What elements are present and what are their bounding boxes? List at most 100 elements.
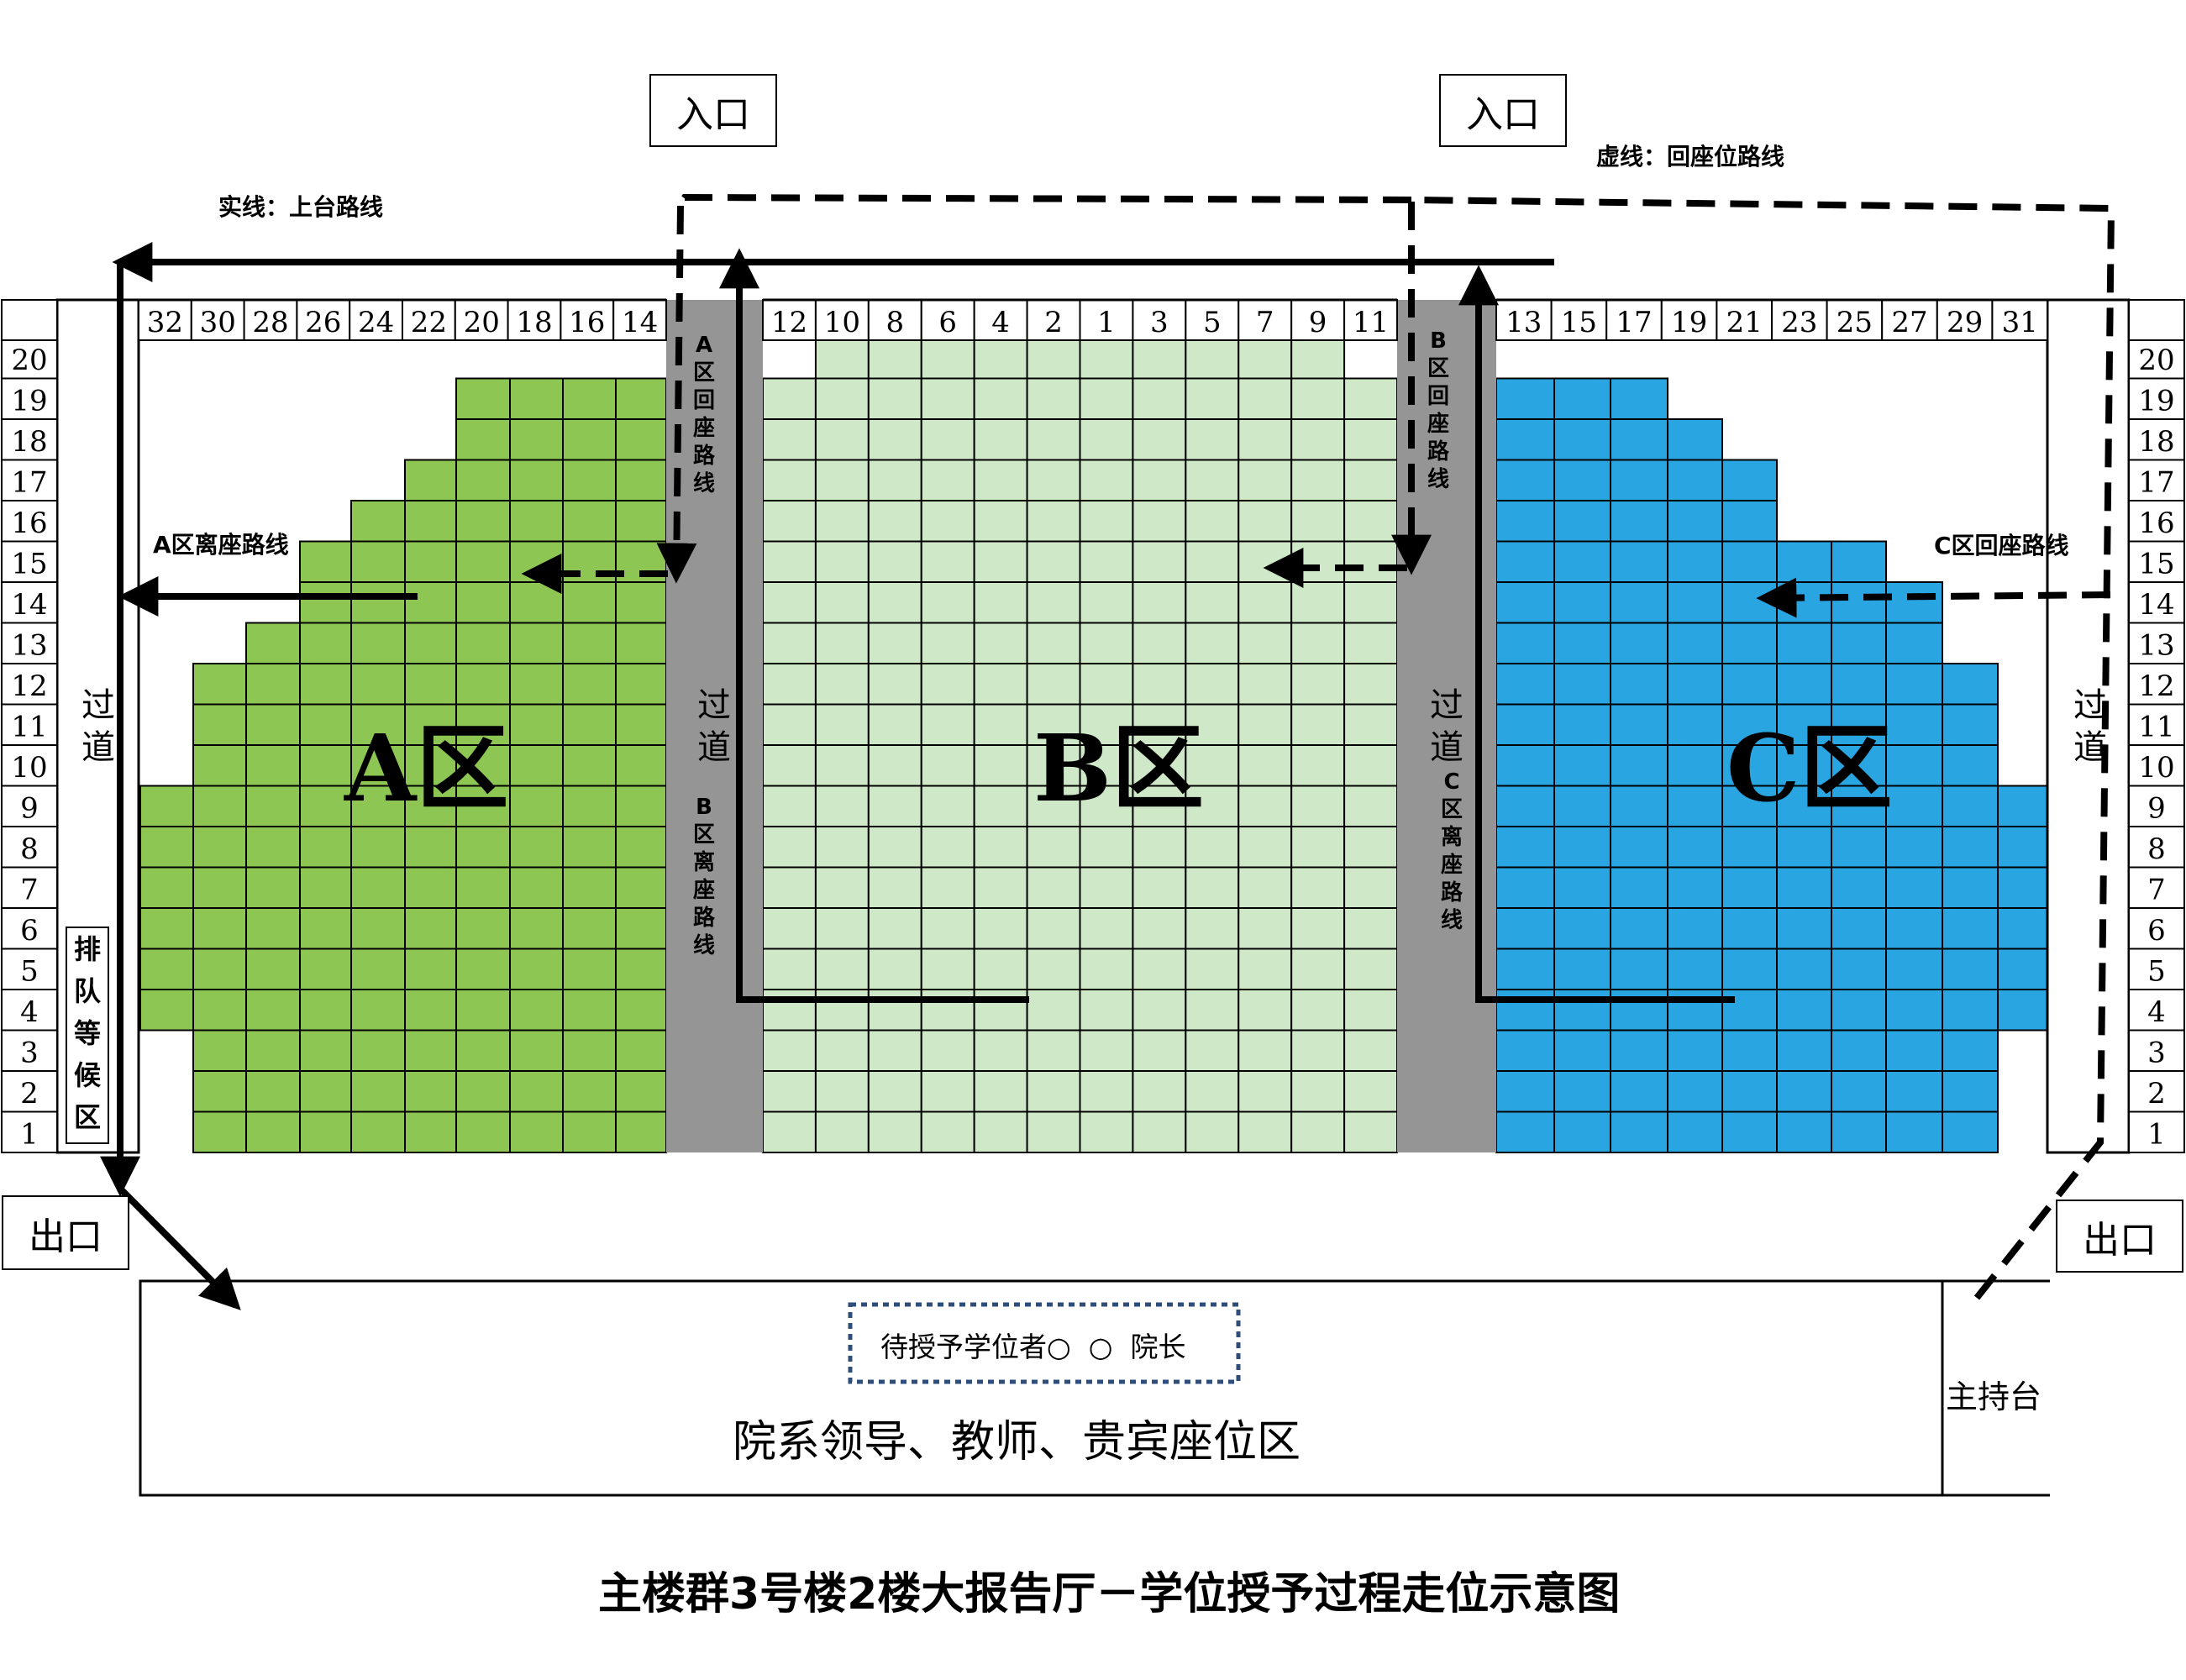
seat-b (1185, 948, 1240, 990)
seat-a (299, 826, 352, 869)
seat-a (509, 622, 564, 664)
seat-b (1290, 337, 1346, 380)
seat-a (299, 907, 352, 950)
seat-c (1885, 703, 1943, 746)
seat-b (1343, 866, 1399, 909)
entrance-left: 入口 (649, 74, 777, 147)
seat-c (1667, 907, 1723, 950)
seat-b (867, 1029, 922, 1072)
seat-b (1132, 1029, 1187, 1072)
seat-a (299, 866, 352, 909)
seat-b (1238, 663, 1293, 706)
seat-b (1343, 989, 1399, 1032)
seat-c (1721, 948, 1778, 990)
seat-c (1831, 907, 1887, 950)
seat-a (245, 703, 301, 746)
seat-a (509, 989, 564, 1032)
seat-b (920, 1070, 975, 1113)
seat-a (615, 826, 667, 869)
seat-b (1290, 1029, 1346, 1072)
seat-b (1185, 1110, 1240, 1153)
seat-a (192, 826, 247, 869)
seat-b (1026, 785, 1081, 827)
seat-b (1290, 540, 1346, 583)
seat-c (1495, 989, 1555, 1032)
seat-a (509, 500, 564, 543)
seat-b (814, 1070, 870, 1113)
seat-c (1831, 826, 1887, 869)
seat-b (920, 989, 975, 1032)
seat-col-a-number: 14 (622, 306, 658, 339)
seat-c (1610, 377, 1668, 420)
seat-a (509, 1029, 564, 1072)
seat-b (814, 540, 870, 583)
row-left-cell (1, 500, 58, 543)
seat-a (192, 948, 247, 990)
seat-c (1942, 948, 1999, 990)
row-right-number: 9 (2147, 792, 2166, 826)
row-left-number: 15 (11, 548, 47, 581)
seat-b (867, 418, 922, 461)
seat-a (139, 948, 194, 990)
queue-area-label: 排队等候区 (73, 933, 101, 1133)
row-right-number: 19 (2138, 385, 2174, 418)
seat-c (1997, 785, 2051, 827)
seat-b (1343, 744, 1399, 787)
seat-b (867, 581, 922, 624)
seat-a (404, 540, 457, 583)
seat-b (920, 866, 975, 909)
row-left-cell (1, 948, 58, 990)
seat-c (1610, 826, 1668, 869)
row-right-header (2128, 299, 2185, 341)
seat-c (1721, 581, 1778, 624)
seat-a (299, 622, 352, 664)
seat-b (867, 622, 922, 664)
seat-b (1079, 377, 1134, 420)
seat-c (1721, 907, 1778, 950)
seat-c (1553, 418, 1611, 461)
seat-a (562, 500, 617, 543)
seat-c (1831, 540, 1887, 583)
seat-a (299, 663, 352, 706)
seat-c (1610, 540, 1668, 583)
seat-c (1495, 581, 1555, 624)
aisle-label-center-right: 过道 (1430, 686, 1463, 767)
seat-a (615, 500, 667, 543)
seat-c (1553, 703, 1611, 746)
seat-col-b-cell (1026, 299, 1081, 341)
seat-a (615, 377, 667, 420)
seat-col-b-cell (867, 299, 922, 341)
aisle-label-center-left: 过道 (697, 686, 731, 767)
seat-a (245, 866, 301, 909)
seat-b (1343, 948, 1399, 990)
seat-b (973, 866, 1028, 909)
seat-b (920, 744, 975, 787)
seat-col-b-number: 2 (1044, 306, 1063, 339)
seat-c (1495, 663, 1555, 706)
seat-c (1495, 377, 1555, 420)
seat-c (1610, 907, 1668, 950)
seat-b (1132, 418, 1187, 461)
row-right-cell (2128, 1070, 2185, 1113)
seat-b (920, 663, 975, 706)
seat-c (1721, 785, 1778, 827)
seat-b (867, 663, 922, 706)
seat-c (1495, 459, 1555, 501)
row-left-number: 20 (11, 344, 47, 377)
seat-c (1997, 948, 2051, 990)
seat-a (404, 907, 457, 950)
seat-b (1132, 622, 1187, 664)
seat-c (1885, 1070, 1943, 1113)
waiting-box (848, 1302, 1241, 1384)
seat-b (1132, 337, 1187, 380)
seat-b (1290, 622, 1346, 664)
seat-b (1290, 500, 1346, 543)
row-left-number: 10 (11, 751, 47, 785)
seat-c (1942, 744, 1999, 787)
seat-c (1610, 948, 1668, 990)
seat-c (1721, 989, 1778, 1032)
seat-b (1238, 703, 1293, 746)
seat-a (455, 459, 511, 501)
